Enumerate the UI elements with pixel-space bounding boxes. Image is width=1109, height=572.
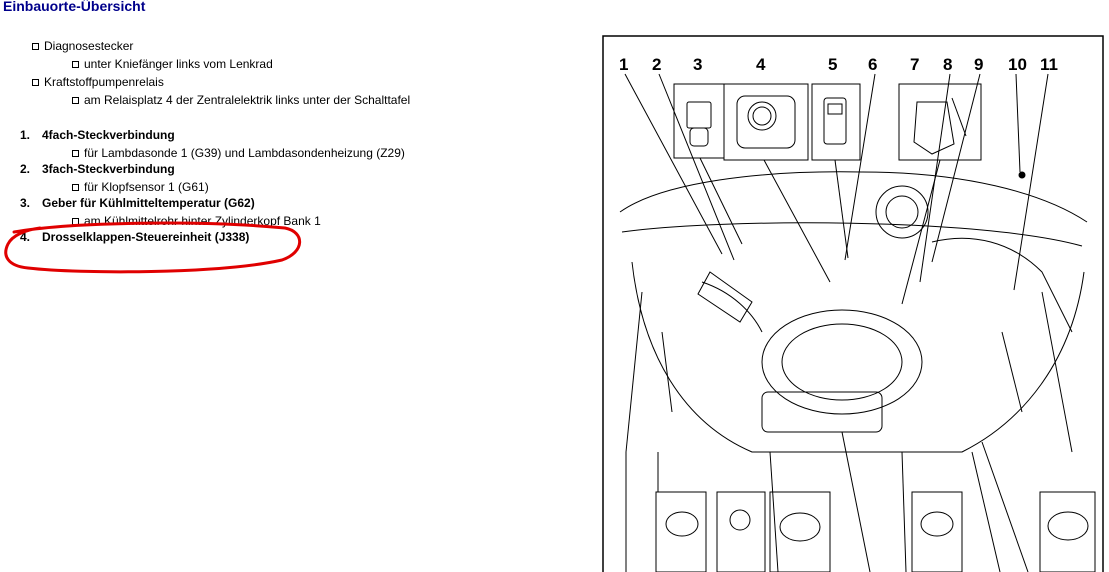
numbered-item: 4. Drosselklappen-Steuereinheit (J338) xyxy=(20,230,249,245)
inset-5 xyxy=(811,83,861,161)
item-number: 1. xyxy=(20,128,31,142)
list-subitem: für Klopfsensor 1 (G61) xyxy=(72,180,209,195)
callout-7: 7 xyxy=(910,55,919,74)
item-number: 3. xyxy=(20,196,31,210)
engine-outline xyxy=(619,171,1088,453)
square-bullet-icon xyxy=(32,43,39,50)
item-heading: Geber für Kühlmitteltemperatur (G62) xyxy=(42,196,255,210)
square-bullet-icon xyxy=(72,150,79,157)
bottom-leader-lines xyxy=(625,431,1029,572)
item-heading: Drosselklappen-Steuereinheit (J338) xyxy=(42,230,250,244)
square-bullet-icon xyxy=(32,79,39,86)
item-sub-label: für Klopfsensor 1 (G61) xyxy=(84,180,209,194)
detail-insets xyxy=(673,83,982,161)
callout-11: 11 xyxy=(1040,55,1058,74)
callout-4: 4 xyxy=(756,55,766,74)
callout-5: 5 xyxy=(828,55,837,74)
square-bullet-icon xyxy=(72,97,79,104)
item-label: Diagnosestecker xyxy=(44,39,134,53)
item-label: Kraftstoffpumpenrelais xyxy=(44,75,164,89)
callout-3: 3 xyxy=(693,55,702,74)
numbered-item: 1. 4fach-Steckverbindung xyxy=(20,128,175,143)
inset-bottom-4 xyxy=(911,491,963,572)
numbered-item: 3. Geber für Kühlmitteltemperatur (G62) xyxy=(20,196,255,211)
red-circle-annotation xyxy=(4,221,302,274)
item-number: 2. xyxy=(20,162,31,176)
inset-4 xyxy=(723,83,809,161)
item-sub-label: für Lambdasonde 1 (G39) und Lambdasonden… xyxy=(84,146,405,160)
list-subitem: unter Kniefänger links vom Lenkrad xyxy=(72,57,273,72)
inset-bottom-2 xyxy=(716,491,766,572)
item-number: 4. xyxy=(20,230,31,244)
inset-bottom-5 xyxy=(1039,491,1096,572)
square-bullet-icon xyxy=(72,184,79,191)
item-sub-label: am Relaisplatz 4 der Zentralelektrik lin… xyxy=(84,93,411,107)
item-heading: 3fach-Steckverbindung xyxy=(42,162,175,176)
callout-2: 2 xyxy=(652,55,661,74)
engine-compartment-figure: 1 2 3 4 5 6 7 8 9 10 11 xyxy=(602,35,1104,572)
figure-frame xyxy=(602,35,1104,572)
inset-bottom-1 xyxy=(655,491,707,572)
page-title: Einbauorte-Übersicht xyxy=(3,0,146,14)
callout-1: 1 xyxy=(619,55,628,74)
callout-10: 10 xyxy=(1008,55,1027,74)
numbered-item: 2. 3fach-Steckverbindung xyxy=(20,162,175,177)
callout-9: 9 xyxy=(974,55,983,74)
callout-labels: 1 2 3 4 5 6 7 8 9 10 11 xyxy=(619,55,1058,74)
bottom-insets xyxy=(655,491,1096,572)
square-bullet-icon xyxy=(72,61,79,68)
callout-6: 6 xyxy=(868,55,877,74)
list-subitem: für Lambdasonde 1 (G39) und Lambdasonden… xyxy=(72,146,405,161)
leader-lines xyxy=(624,73,1049,305)
list-item: Kraftstoffpumpenrelais xyxy=(32,75,164,90)
item-sub-label: unter Kniefänger links vom Lenkrad xyxy=(84,57,273,71)
callout-8: 8 xyxy=(943,55,952,74)
item-heading: 4fach-Steckverbindung xyxy=(42,128,175,142)
list-subitem: am Relaisplatz 4 der Zentralelektrik lin… xyxy=(72,93,410,108)
list-item: Diagnosestecker xyxy=(32,39,133,54)
inset-bottom-3 xyxy=(769,491,831,572)
